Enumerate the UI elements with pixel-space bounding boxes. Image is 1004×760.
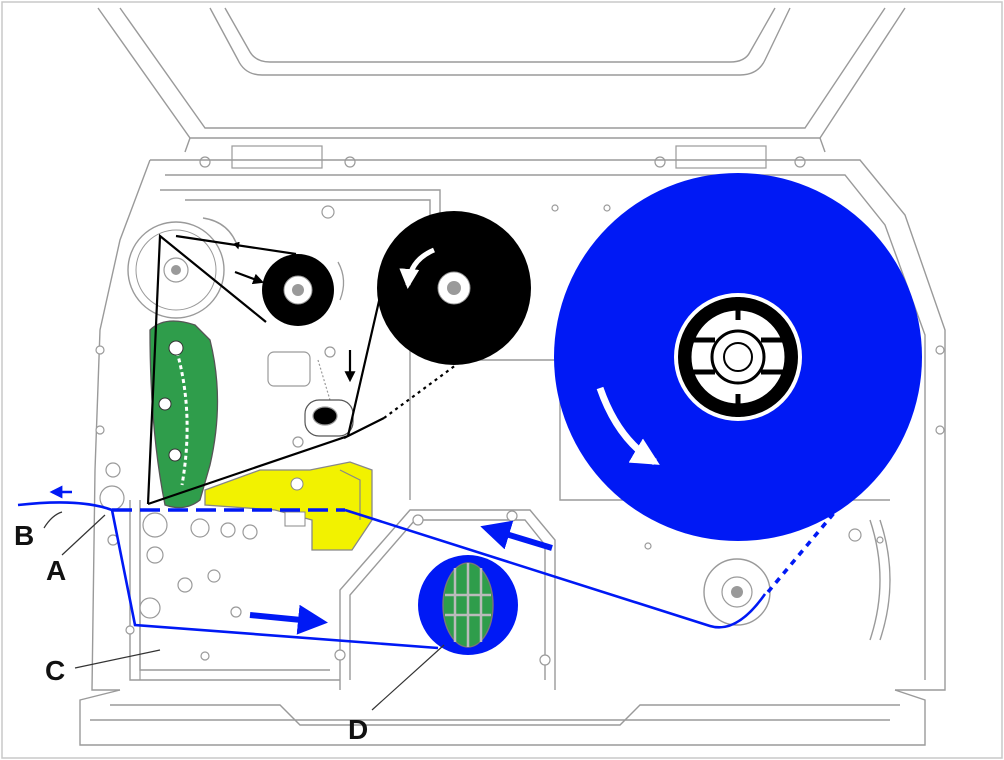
media-rotation-arrow-icon xyxy=(596,386,660,466)
label-b: B xyxy=(14,520,35,551)
screws xyxy=(95,204,945,666)
guide-roller xyxy=(703,558,771,626)
feed-arrow-icon xyxy=(249,604,328,635)
label-d: D xyxy=(348,714,369,745)
ribbon-path xyxy=(146,233,461,506)
return-arrow-icon xyxy=(480,520,553,551)
leader-lines xyxy=(43,511,445,711)
printer-lid xyxy=(97,7,906,153)
label-c: C xyxy=(45,655,66,686)
ribbon-supply-roll xyxy=(377,211,531,365)
label-a: A xyxy=(46,555,67,586)
liner-rewind-roll xyxy=(418,555,518,655)
ribbon-rotation-arrow-icon xyxy=(399,247,436,289)
ribbon-rewind-roll xyxy=(262,254,345,326)
mechanism-cluster xyxy=(99,351,354,680)
media-path xyxy=(17,468,872,650)
rewind-roller xyxy=(127,217,240,319)
green-pressure-arm xyxy=(149,320,219,509)
media-roll xyxy=(554,173,922,541)
